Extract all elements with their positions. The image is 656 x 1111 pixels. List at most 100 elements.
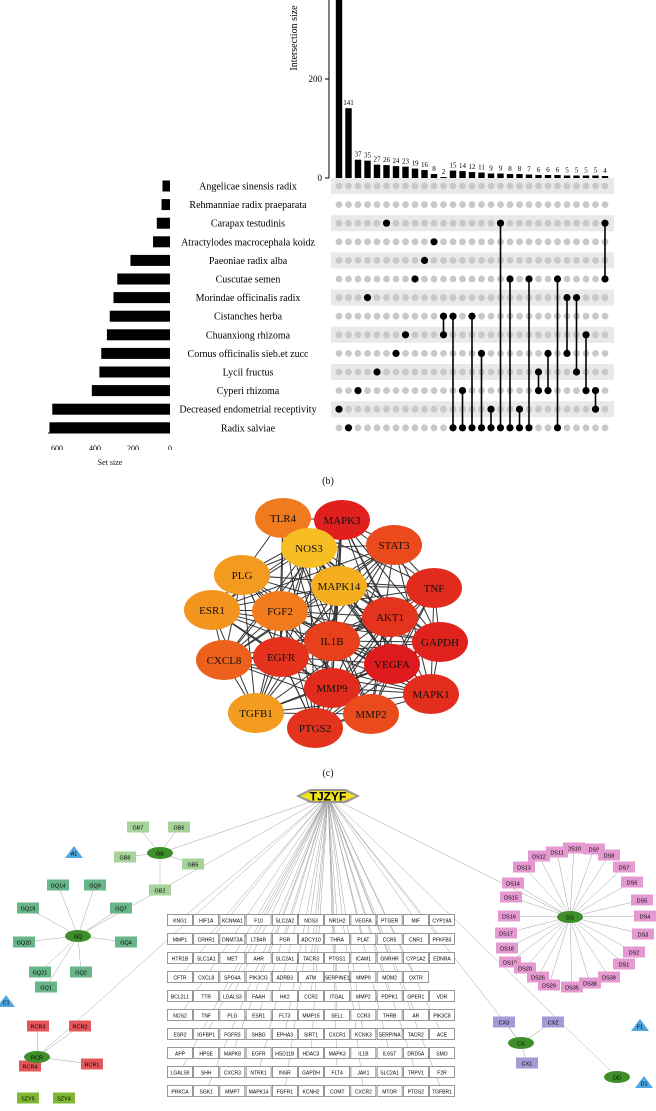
ds-edge bbox=[523, 866, 571, 918]
target-node bbox=[245, 1066, 272, 1078]
intersection-bar-label: 141 bbox=[343, 99, 354, 107]
gq-node bbox=[70, 966, 92, 978]
target-label: ESR2 bbox=[173, 1033, 186, 1039]
matrix-dot-empty bbox=[582, 424, 590, 432]
matrix-dot-empty bbox=[516, 238, 523, 246]
ds-edge bbox=[569, 916, 625, 965]
target-label: HIF1A bbox=[199, 919, 214, 925]
intersection-bar-label: 19 bbox=[412, 160, 420, 168]
target-label: VEGFA bbox=[355, 919, 372, 925]
matrix-dot-empty bbox=[554, 219, 561, 227]
herb-hub-ds bbox=[557, 911, 583, 923]
y-tick-label-0: 0 bbox=[318, 173, 323, 183]
matrix-dot-empty bbox=[535, 275, 542, 283]
target-label: GAPDH bbox=[302, 1071, 320, 1077]
matrix-dot-filled bbox=[515, 424, 524, 432]
target-label: THRB bbox=[383, 1014, 397, 1020]
intersection-bar bbox=[335, 0, 343, 178]
node-label: RCR2 bbox=[73, 1025, 88, 1031]
target-label: F2R bbox=[437, 1071, 447, 1077]
gq-node bbox=[115, 936, 137, 948]
matrix-dot-empty bbox=[487, 182, 495, 190]
set-size-tick-400: 400 bbox=[89, 444, 101, 450]
ppi-edge bbox=[341, 519, 441, 643]
matrix-dot-filled bbox=[392, 349, 400, 357]
target-label: CCR5 bbox=[383, 938, 397, 944]
target-node bbox=[219, 933, 246, 945]
target-node bbox=[429, 1066, 455, 1078]
ppi-edge bbox=[211, 544, 395, 611]
matrix-dot-empty bbox=[421, 350, 428, 357]
target-node bbox=[324, 1085, 350, 1097]
target-label: CCR3 bbox=[357, 1014, 371, 1020]
ppi-edge bbox=[223, 544, 395, 661]
ds-node bbox=[528, 850, 550, 862]
herb-hub-gq bbox=[65, 930, 91, 942]
ds-node bbox=[561, 981, 583, 993]
hub-edge bbox=[36, 795, 329, 1058]
tjzyf-label: TJZYF bbox=[310, 790, 347, 804]
ppi-node-mapk1 bbox=[403, 674, 459, 714]
matrix-dot-empty bbox=[440, 201, 447, 209]
matrix-dot-empty bbox=[487, 387, 495, 394]
set-name-label: Angelicae sinensis radix bbox=[199, 182, 297, 193]
node-label: DD bbox=[613, 1076, 621, 1082]
matrix-dot-filled bbox=[401, 331, 410, 339]
matrix-dot-empty bbox=[459, 294, 466, 301]
target-node bbox=[298, 952, 324, 964]
ppi-node-il1b bbox=[304, 621, 360, 661]
matrix-dot-empty bbox=[535, 350, 542, 357]
szy-node bbox=[53, 1092, 75, 1104]
target-label: EPHA3 bbox=[277, 1033, 294, 1039]
target-label: HK2 bbox=[280, 995, 290, 1001]
target-node bbox=[167, 914, 193, 926]
ds-node bbox=[498, 910, 520, 922]
target-node bbox=[350, 914, 377, 926]
matrix-dot-empty bbox=[535, 424, 542, 432]
gb-node bbox=[182, 858, 204, 870]
ds-node bbox=[598, 849, 620, 861]
matrix-dot-empty bbox=[430, 331, 438, 339]
matrix-dot-empty bbox=[506, 257, 514, 264]
matrix-dot-empty bbox=[563, 219, 571, 227]
ppi-node-akt1 bbox=[362, 597, 418, 637]
intersection-bar bbox=[554, 175, 561, 178]
matrix-dot-empty bbox=[411, 331, 419, 339]
target-node bbox=[376, 971, 403, 983]
target-label: MMP9 bbox=[356, 976, 371, 982]
matrix-dot-filled bbox=[477, 424, 486, 432]
matrix-dot-empty bbox=[592, 368, 599, 376]
matrix-dot-empty bbox=[535, 257, 542, 264]
set-name-label: Carapax testudinis bbox=[211, 219, 285, 230]
matrix-dot-empty bbox=[440, 275, 447, 283]
target-label: MMP2 bbox=[356, 995, 371, 1001]
matrix-dot-empty bbox=[392, 424, 400, 432]
matrix-dot-empty bbox=[592, 275, 599, 283]
matrix-dot-empty bbox=[383, 201, 390, 209]
target-node bbox=[350, 1066, 377, 1078]
matrix-dot-empty bbox=[478, 257, 485, 264]
target-label: MMP7 bbox=[225, 1090, 240, 1096]
node-label: DS1 bbox=[619, 963, 630, 969]
set-name-label: Lycil fructus bbox=[223, 368, 274, 379]
matrix-dot-empty bbox=[487, 275, 495, 283]
set-name-label: Chuanxiong rhizoma bbox=[206, 330, 291, 341]
matrix-dot-empty bbox=[335, 219, 343, 227]
matrix-dot-empty bbox=[459, 201, 466, 209]
ppi-node-ptgs2 bbox=[287, 708, 343, 748]
matrix-dot-empty bbox=[421, 331, 428, 339]
intersection-bar-label: 12 bbox=[469, 163, 477, 171]
node-label: GQ2 bbox=[75, 971, 87, 977]
ds-edge bbox=[569, 866, 625, 918]
target-label: CFTR bbox=[173, 976, 187, 982]
gq-node bbox=[35, 981, 57, 993]
target-node bbox=[272, 971, 298, 983]
ds-node bbox=[514, 962, 536, 974]
matrix-dot-empty bbox=[573, 405, 580, 413]
target-label: SLC2A2 bbox=[275, 919, 294, 925]
ds-edge bbox=[569, 916, 591, 984]
ppi-node-label: ESR1 bbox=[199, 605, 225, 617]
matrix-dot-filled bbox=[430, 238, 438, 246]
ds-edge bbox=[569, 899, 643, 918]
